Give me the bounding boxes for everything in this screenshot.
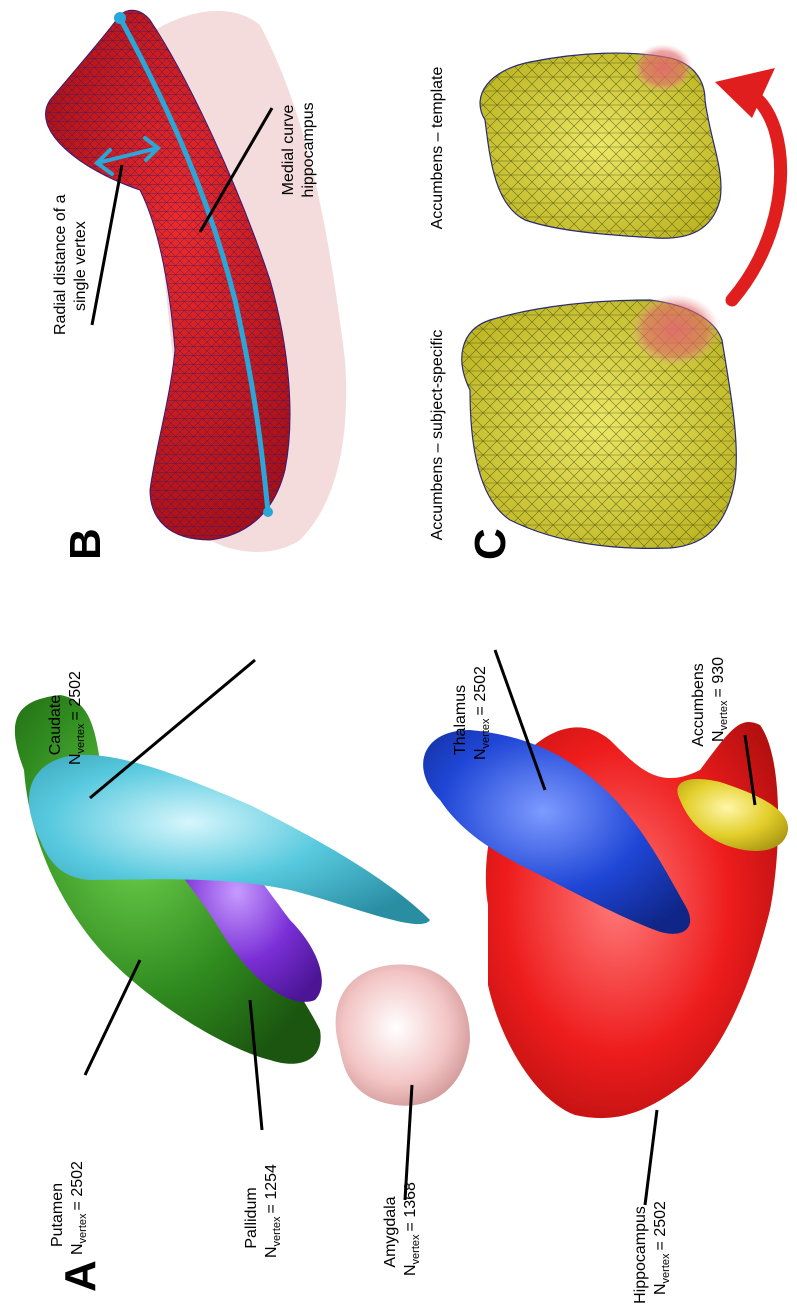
accumbens-count: Nvertex= 930 <box>710 657 730 742</box>
accumbens-label: Accumbens Nvertex= 930 <box>690 657 730 747</box>
thalamus-name: Thalamus <box>452 685 469 755</box>
mapping-arrow <box>732 92 781 300</box>
radial-label-line2: single vertex <box>72 221 89 311</box>
medial-label-line2: hippocampus <box>300 102 317 197</box>
amygdala-label: Amygdala Nvertex= 1368 <box>382 1182 422 1276</box>
template-highlight-region <box>633 44 693 92</box>
amygdala-shape <box>336 964 470 1105</box>
panel-a-letter: A <box>56 1260 105 1292</box>
putamen-leader <box>85 960 140 1075</box>
hippocampus-label: Hippocampus Nvertex= 2502 <box>632 1201 672 1304</box>
panel-c-letter: C <box>466 528 515 560</box>
hippocampus-count: Nvertex= 2502 <box>652 1201 672 1295</box>
putamen-name: Putamen <box>49 1183 66 1247</box>
radial-label: Radial distance of a single vertex <box>52 194 89 335</box>
caudate-name: Caudate <box>47 695 64 756</box>
medial-curve-start-dot <box>114 12 126 24</box>
panel-b: B Radial distance of a single vertex Med… <box>46 10 347 560</box>
amygdala-count: Nvertex= 1368 <box>402 1182 422 1276</box>
panel-a: A Putamen Nvertex= 2502 Pallidum Nvertex… <box>15 650 788 1304</box>
template-label: Accumbens – template <box>429 67 446 230</box>
panel-c: C Accumbens – subject-specific Accumbens… <box>429 44 781 560</box>
subject-label: Accumbens – subject-specific <box>429 330 446 541</box>
subject-highlight-region <box>630 294 720 366</box>
putamen-label: Putamen Nvertex= 2502 <box>49 1161 89 1255</box>
accumbens-name: Accumbens <box>690 663 707 747</box>
radial-label-line1: Radial distance of a <box>52 194 69 335</box>
template-label-text: Accumbens – template <box>429 67 446 230</box>
pallidum-label: Pallidum Nvertex= 1254 <box>243 1164 283 1258</box>
medial-curve-end-dot <box>263 507 273 517</box>
hippocampus-leader <box>645 1110 657 1205</box>
radial-leader <box>92 165 122 325</box>
pallidum-count: Nvertex= 1254 <box>263 1164 283 1258</box>
hippocampus-name: Hippocampus <box>632 1206 649 1304</box>
pallidum-name: Pallidum <box>243 1187 260 1248</box>
putamen-count: Nvertex= 2502 <box>69 1161 89 1255</box>
medial-label-line1: Medial curve <box>280 105 297 196</box>
panel-b-letter: B <box>61 528 110 560</box>
subject-label-text: Accumbens – subject-specific <box>429 330 446 541</box>
amygdala-name: Amygdala <box>382 1196 399 1267</box>
